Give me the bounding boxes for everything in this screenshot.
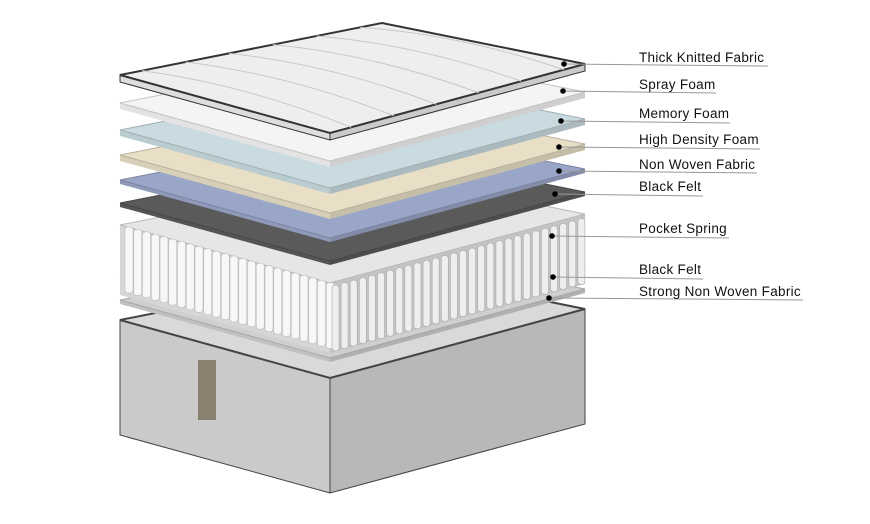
spring-coil: [142, 231, 151, 299]
quilting-pattern: [141, 70, 352, 128]
label-thick-knitted-fabric: Thick Knitted Fabric: [639, 50, 765, 65]
spring-coil: [255, 262, 265, 330]
label-non-woven-fabric: Non Woven Fabric: [639, 157, 756, 172]
spray-foam-layer-right-side: [330, 92, 585, 167]
spring-coil: [359, 277, 367, 344]
leader-dot: [546, 295, 552, 301]
spring-coil: [238, 258, 248, 325]
spring-coil: [404, 264, 413, 332]
spring-coil: [386, 269, 394, 337]
leader-dot: [556, 168, 562, 174]
quilting-pattern: [316, 35, 522, 82]
spring-coil: [177, 241, 186, 308]
spring-coil: [212, 250, 221, 318]
spring-coil: [486, 242, 495, 310]
quilting-pattern: [229, 52, 437, 105]
spring-coil: [431, 257, 440, 325]
spring-coil: [203, 248, 213, 316]
leader-dot: [558, 118, 564, 124]
leader-dot: [556, 144, 562, 150]
label-strong-non-woven-fabric: Strong Non Woven Fabric: [639, 284, 801, 299]
spring-coil: [220, 253, 230, 320]
memory-foam-layer-right-side: [330, 119, 585, 194]
spring-coil: [124, 226, 134, 294]
leader-line: [554, 193, 704, 197]
leader-dot: [561, 61, 567, 67]
label-pocket-spring: Pocket Spring: [639, 221, 727, 236]
spring-coil: [577, 218, 586, 285]
spring-coil: [468, 247, 476, 315]
spring-coil: [331, 284, 340, 352]
memory-foam-layer-front-side: [120, 130, 330, 194]
leader-dot: [552, 191, 558, 197]
spring-coil: [229, 255, 239, 323]
leader-dot: [560, 88, 566, 94]
spring-coil: [377, 272, 385, 339]
spring-coil: [395, 267, 404, 335]
spring-coil: [422, 260, 431, 327]
spring-coil: [168, 238, 178, 306]
spring-coil: [282, 270, 291, 337]
spring-coil: [340, 282, 349, 349]
leader-line: [558, 146, 761, 150]
spring-coil: [568, 220, 577, 288]
leader-line: [562, 90, 717, 94]
label-high-density-foam: High Density Foam: [639, 132, 759, 147]
spring-coil: [308, 277, 318, 345]
leader-line: [558, 170, 758, 174]
spring-coil: [185, 243, 195, 311]
spring-coil: [440, 255, 449, 322]
quilting-pattern: [185, 61, 394, 117]
spring-coil: [413, 262, 422, 330]
leader-line: [552, 276, 704, 280]
label-black-felt-top: Black Felt: [639, 179, 702, 194]
spring-coil: [290, 272, 300, 340]
spring-coil: [194, 246, 204, 313]
spray-foam-layer-front-side: [120, 103, 330, 167]
high-density-foam-layer-right-side: [330, 144, 585, 219]
leader-line: [551, 235, 730, 239]
leader-dot: [550, 274, 556, 280]
non-woven-fabric-layer-right-side: [330, 169, 585, 242]
spring-coil: [559, 223, 567, 290]
black-felt-top-layer-front-side: [120, 203, 330, 265]
spring-coil: [247, 260, 256, 328]
strong-non-woven-fabric-layer-right-side: [330, 289, 585, 362]
spring-coil: [159, 236, 169, 303]
quilting-pattern: [272, 44, 479, 94]
strong-non-woven-fabric-layer-front-side: [120, 300, 330, 362]
spring-coil: [299, 275, 309, 342]
non-woven-fabric-layer-front-side: [120, 180, 330, 242]
high-density-foam-layer-front-side: [120, 155, 330, 219]
spring-coil: [522, 232, 531, 300]
spring-coil: [273, 267, 283, 335]
spring-coil: [477, 245, 486, 312]
spring-coil: [495, 240, 504, 307]
brand-label: [198, 360, 216, 420]
leader-line: [560, 120, 731, 124]
spring-coil: [368, 274, 376, 342]
label-spray-foam: Spray Foam: [639, 77, 716, 92]
leader-dot: [549, 233, 555, 239]
spring-coil: [264, 265, 274, 332]
spring-coil: [513, 235, 522, 303]
spring-coil: [541, 228, 549, 295]
spring-coil: [133, 229, 143, 296]
leader-line: [563, 63, 769, 67]
spring-coil: [459, 250, 467, 317]
label-black-felt-bottom: Black Felt: [639, 262, 702, 277]
spring-coil: [317, 279, 326, 347]
spring-coil: [349, 279, 358, 347]
quilting-pattern: [360, 26, 564, 71]
spring-coil: [504, 237, 513, 305]
spring-coil: [450, 252, 458, 320]
black-felt-top-layer-right-side: [330, 192, 585, 265]
spring-coil: [150, 233, 160, 301]
leader-line: [548, 297, 804, 301]
spring-coil: [532, 230, 540, 298]
label-memory-foam: Memory Foam: [639, 106, 730, 121]
